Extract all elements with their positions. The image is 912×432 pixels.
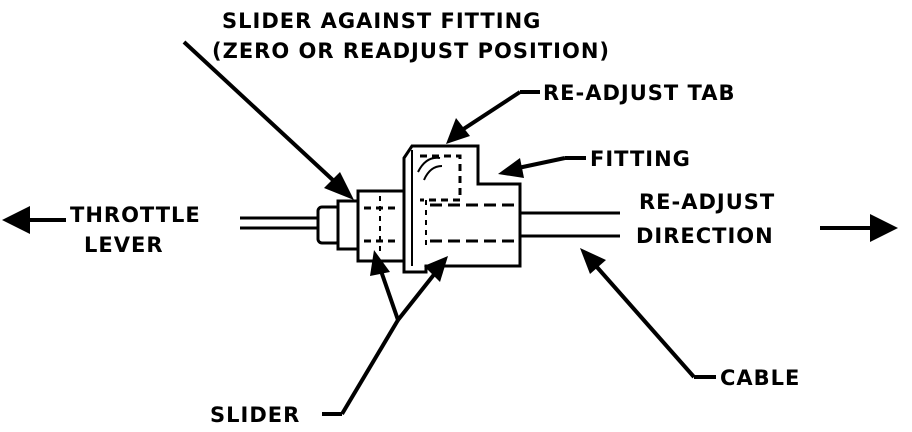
leader-slider (322, 250, 448, 416)
label-direction: DIRECTION (636, 224, 774, 248)
label-readjust: RE-ADJUST (639, 190, 775, 214)
label-fitting: FITTING (590, 147, 691, 171)
cable (520, 211, 620, 238)
label-zero-or-readjust-position: (ZERO OR READJUST POSITION) (212, 39, 610, 63)
leader-fitting (498, 156, 586, 178)
label-lever: LEVER (84, 233, 164, 257)
leader-cable (580, 248, 716, 379)
readjust-tab (417, 154, 462, 202)
label-readjust-tab: RE-ADJUST TAB (543, 81, 736, 105)
leader-slider-against-fitting (182, 40, 354, 200)
slider-block (356, 189, 406, 263)
label-slider-against-fitting: SLIDER AGAINST FITTING (222, 9, 541, 33)
left-direction-arrow (2, 206, 66, 234)
throttle-lever-rod (240, 216, 320, 230)
rod-end-nut (316, 199, 360, 251)
label-cable: CABLE (720, 366, 800, 390)
leader-readjust-tab (446, 90, 540, 144)
right-direction-arrow (820, 214, 898, 242)
label-throttle: THROTTLE (70, 203, 201, 227)
label-slider: SLIDER (210, 403, 300, 427)
fitting-body (402, 144, 522, 274)
